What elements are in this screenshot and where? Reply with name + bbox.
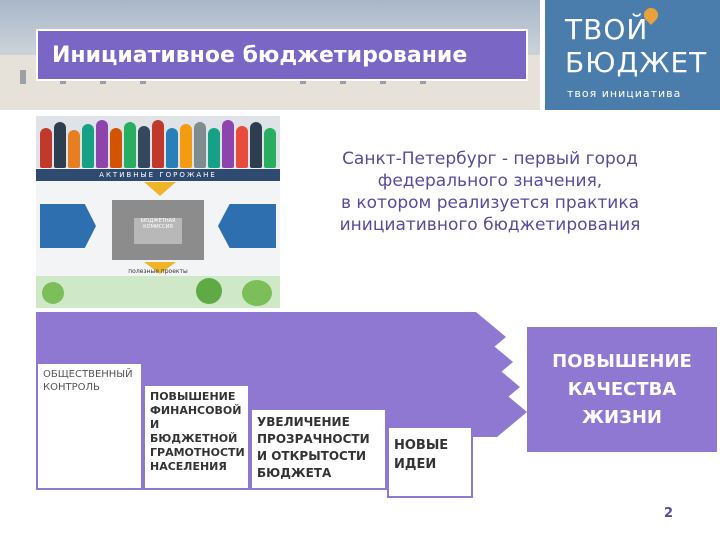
result-text: КАЧЕСТВА: [527, 376, 717, 404]
step-card-literacy: ПОВЫШЕНИЕ ФИНАНСОВОЙ И БЮДЖЕТНОЙ ГРАМОТН…: [143, 384, 250, 490]
projects-label: полезные проекты: [116, 268, 200, 275]
statement-line: федерального значения,: [300, 170, 680, 192]
step-text: И БЮДЖЕТНОЙ: [150, 418, 243, 446]
budget-illustration: АКТИВНЫЕ ГОРОЖАНЕ БЮДЖЕТНАЯ КОМИССИЯ пол…: [36, 116, 280, 308]
page-number: 2: [664, 506, 673, 521]
right-arrow-icon: [218, 204, 276, 248]
step-text: ПРОЗРАЧНОСТИ: [257, 431, 380, 448]
tvoi-budget-logo: ТВОЙ БЮДЖЕТ твоя инициатива: [545, 0, 720, 110]
logo-tagline: твоя инициатива: [567, 87, 681, 100]
step-text: ПОВЫШЕНИЕ: [150, 390, 243, 404]
left-arrow-icon: [40, 204, 96, 248]
statement-line: в котором реализуется практика: [300, 192, 680, 214]
illustration-banner: АКТИВНЫЕ ГОРОЖАНЕ: [36, 169, 280, 181]
step-text: И ОТКРЫТОСТИ: [257, 448, 380, 465]
title-banner: Инициативное бюджетирование: [36, 29, 528, 81]
step-card-control: ОБЩЕСТВЕННЫЙ КОНТРОЛЬ: [36, 362, 143, 490]
step-card-transparency: УВЕЛИЧЕНИЕ ПРОЗРАЧНОСТИ И ОТКРЫТОСТИ БЮД…: [250, 408, 387, 490]
step-card-ideas: НОВЫЕ ИДЕИ: [387, 426, 473, 498]
step-text: НАСЕЛЕНИЯ: [150, 460, 243, 474]
main-statement: Санкт-Петербург - первый город федеральн…: [300, 148, 680, 236]
commission-label: БЮДЖЕТНАЯ КОМИССИЯ: [134, 218, 182, 244]
statement-line: Санкт-Петербург - первый город: [300, 148, 680, 170]
step-text: БЮДЖЕТА: [257, 465, 380, 482]
result-box: ПОВЫШЕНИЕ КАЧЕСТВА ЖИЗНИ: [527, 327, 717, 452]
step-text: ИДЕИ: [394, 455, 466, 474]
crowd-image: [36, 116, 280, 168]
step-text: ГРАМОТНОСТИ: [150, 446, 243, 460]
step-text: КОНТРОЛЬ: [43, 381, 136, 394]
park-ground: [36, 276, 280, 308]
commission-table: БЮДЖЕТНАЯ КОМИССИЯ: [112, 200, 204, 260]
step-text: ОБЩЕСТВЕННЫЙ: [43, 368, 136, 381]
step-text: НОВЫЕ: [394, 436, 466, 455]
step-text: ФИНАНСОВОЙ: [150, 404, 243, 418]
result-text: ПОВЫШЕНИЕ: [527, 348, 717, 376]
statement-line: инициативного бюджетирования: [300, 214, 680, 236]
header-photo: Инициативное бюджетирование: [0, 0, 540, 110]
step-text: УВЕЛИЧЕНИЕ: [257, 414, 380, 431]
page-title: Инициативное бюджетирование: [52, 43, 467, 68]
down-arrow-icon: [144, 182, 176, 196]
logo-line2: БЮДЖЕТ: [565, 46, 707, 79]
logo-line1: ТВОЙ: [565, 13, 648, 46]
result-text: ЖИЗНИ: [527, 404, 717, 432]
